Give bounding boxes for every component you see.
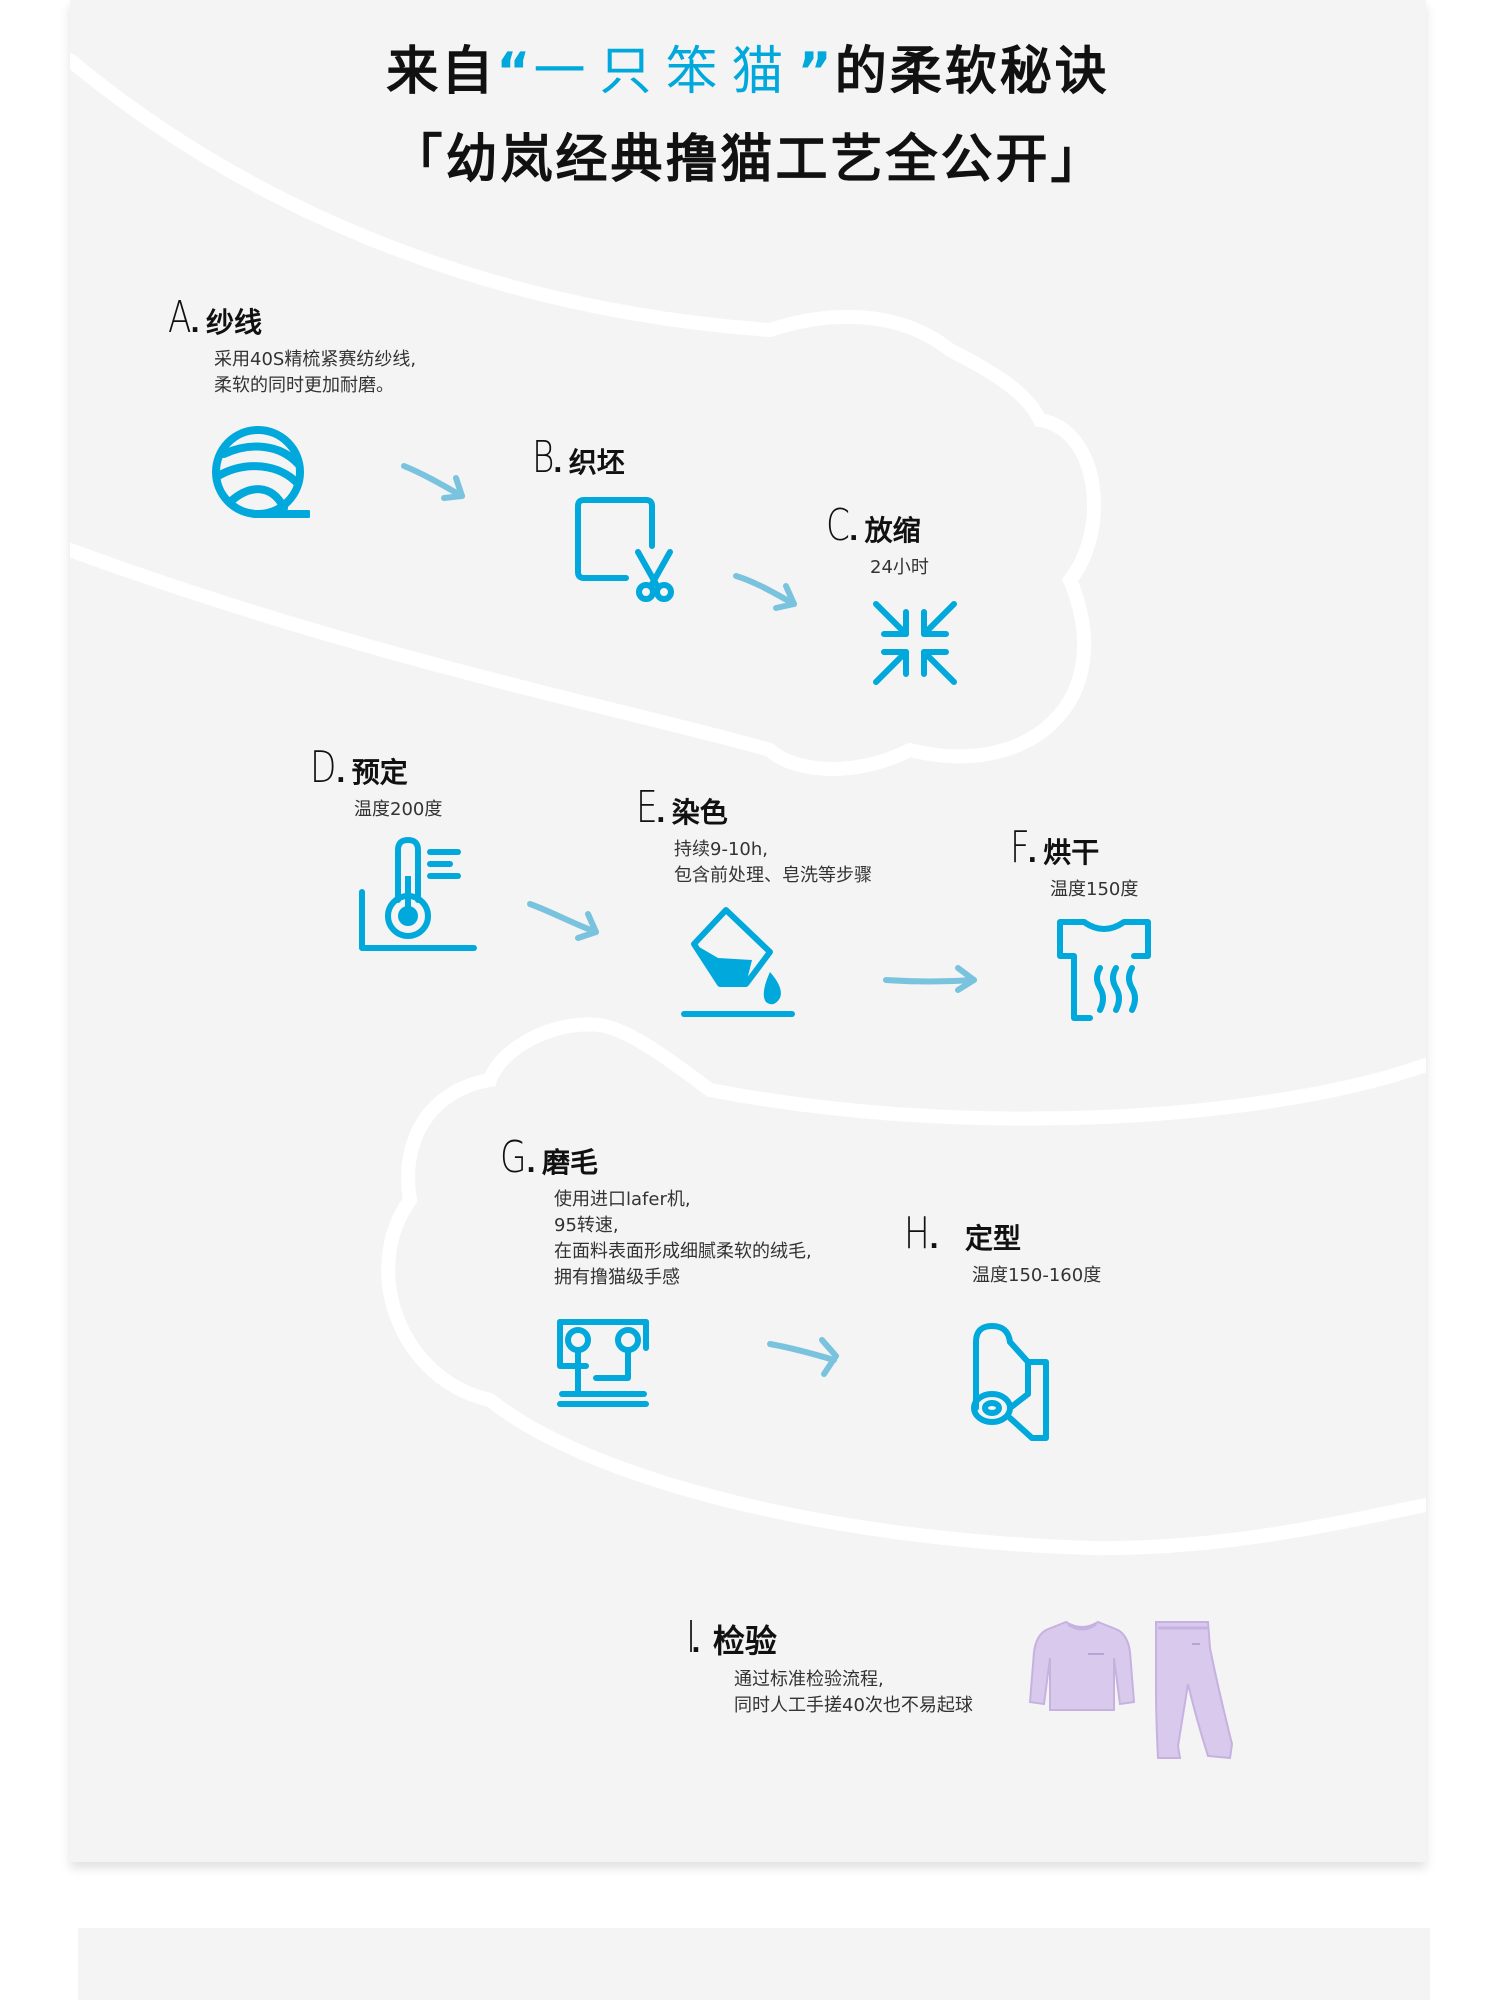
shrink-arrows-icon	[873, 601, 957, 685]
flow-arrow	[733, 573, 797, 611]
step-a: A.纱线 采用40S精梳紧赛纺纱线, 柔软的同时更加耐磨。	[168, 292, 416, 399]
step-name: 织坯	[568, 446, 625, 479]
title-close-quote: ”	[797, 42, 835, 102]
step-d: D.预定 温度200度	[310, 742, 442, 823]
step-name: 烘干	[1043, 836, 1100, 869]
flow-arrow	[401, 463, 465, 501]
page-title-line1: 来自“一只笨猫”的柔软秘诀	[70, 36, 1426, 108]
title-open-quote: “	[496, 42, 534, 102]
purple-top-photo	[1028, 1620, 1136, 1711]
step-description: 温度150度	[1050, 879, 1139, 900]
title-suffix: 的柔软秘诀	[834, 42, 1110, 102]
flow-arrow	[883, 965, 977, 993]
step-name: 定型	[964, 1222, 1021, 1255]
fabric-cutting-icon	[575, 497, 674, 602]
step-letter: D	[310, 742, 337, 793]
step-description: 24小时	[870, 557, 929, 578]
page-title-line2: 「幼岚经典撸猫工艺全公开」	[390, 130, 1106, 190]
step-h: H.定型 温度150-160度	[904, 1208, 1101, 1289]
step-letter: A	[168, 292, 192, 343]
step-i: I.检验 通过标准检验流程, 同时人工手搓40次也不易起球	[686, 1612, 973, 1719]
process-panel: 来自“一只笨猫”的柔软秘诀 「幼岚经典撸猫工艺全公开」 A.纱线 采用40S精梳…	[70, 0, 1426, 1862]
step-name: 预定	[351, 756, 408, 789]
step-description: 温度200度	[354, 799, 443, 820]
next-section-panel	[78, 1928, 1430, 2000]
drying-shirt-icon	[1057, 919, 1151, 1021]
yarn-ball-icon	[212, 426, 310, 518]
dye-bucket-icon	[681, 907, 795, 1017]
step-letter: H	[904, 1208, 930, 1259]
step-name: 染色	[671, 796, 728, 829]
flow-arrow	[527, 901, 599, 941]
step-letter: F	[1010, 822, 1030, 873]
step-name: 放缩	[864, 514, 921, 547]
step-letter: C	[826, 500, 850, 551]
step-c: C.放缩 24小时	[826, 500, 929, 581]
purple-pants-photo	[1155, 1621, 1234, 1760]
step-b: B.织坯	[532, 432, 625, 483]
step-name: 检验	[712, 1622, 777, 1660]
step-name: 磨毛	[542, 1146, 599, 1179]
step-description: 使用进口lafer机, 95转速, 在面料表面形成细腻柔软的绒毛, 拥有撸猫级手…	[554, 1189, 812, 1288]
decorative-cloud-outlines	[70, 53, 1426, 1556]
step-letter: E	[636, 782, 658, 833]
step-description: 通过标准检验流程, 同时人工手搓40次也不易起球	[734, 1669, 973, 1716]
step-description: 持续9-10h, 包含前处理、皂洗等步骤	[674, 839, 872, 886]
step-e: E.染色 持续9-10h, 包含前处理、皂洗等步骤	[636, 782, 872, 889]
brushing-machine-icon	[557, 1319, 649, 1407]
step-letter: I	[686, 1612, 697, 1663]
step-description: 温度150-160度	[972, 1265, 1102, 1286]
step-f: F.烘干 温度150度	[1010, 822, 1138, 903]
step-letter: B	[532, 432, 555, 483]
title-highlight: 一只笨猫	[533, 42, 798, 102]
step-name: 纱线	[206, 306, 263, 339]
step-description: 采用40S精梳紧赛纺纱线, 柔软的同时更加耐磨。	[214, 349, 417, 396]
fabric-roll-icon	[971, 1323, 1049, 1441]
step-letter: G	[500, 1132, 527, 1183]
flow-arrow	[767, 1337, 839, 1377]
step-g: G.磨毛 使用进口lafer机, 95转速, 在面料表面形成细腻柔软的绒毛, 拥…	[500, 1132, 812, 1291]
title-prefix: 来自	[386, 42, 497, 102]
thermometer-icon	[359, 837, 477, 951]
